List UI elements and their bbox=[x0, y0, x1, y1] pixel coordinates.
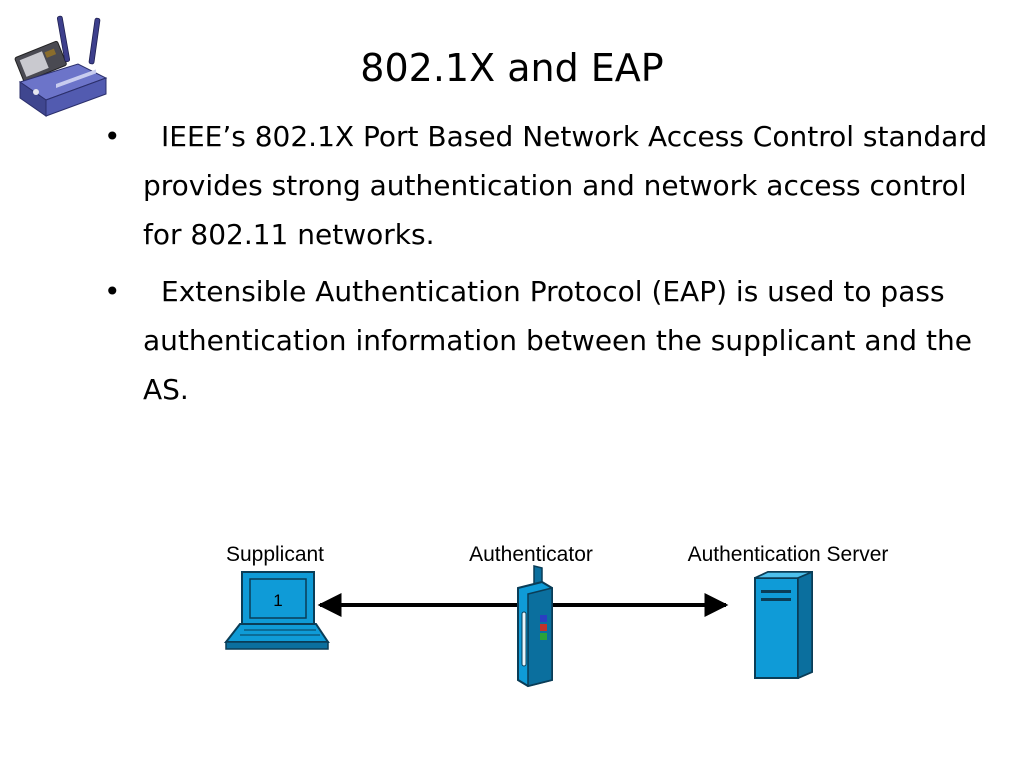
authentication-server-label: Authentication Server bbox=[688, 543, 889, 566]
laptop-icon bbox=[223, 571, 330, 650]
bullet-list: • IEEE’s 802.1X Port Based Network Access… bbox=[104, 112, 994, 422]
slide-title: 802.1X and EAP bbox=[360, 46, 664, 90]
bullet-item: • IEEE’s 802.1X Port Based Network Access… bbox=[104, 112, 994, 259]
bullet-text: Extensible Authentication Protocol (EAP)… bbox=[143, 275, 972, 406]
bullet-marker: • bbox=[104, 120, 121, 153]
bullet-item: • Extensible Authentication Protocol (EAP… bbox=[104, 267, 994, 414]
bullet-text: IEEE’s 802.1X Port Based Network Access … bbox=[143, 120, 988, 251]
laptop-screen-text: 1 bbox=[273, 591, 282, 610]
access-point-icon bbox=[517, 565, 553, 688]
server-tower-icon bbox=[754, 570, 813, 680]
bullet-marker: • bbox=[104, 275, 121, 308]
authenticator-label: Authenticator bbox=[469, 543, 593, 566]
network-diagram: Supplicant Authenticator Authentication … bbox=[223, 543, 889, 688]
supplicant-label: Supplicant bbox=[226, 543, 324, 566]
wireless-router-icon bbox=[14, 15, 108, 117]
